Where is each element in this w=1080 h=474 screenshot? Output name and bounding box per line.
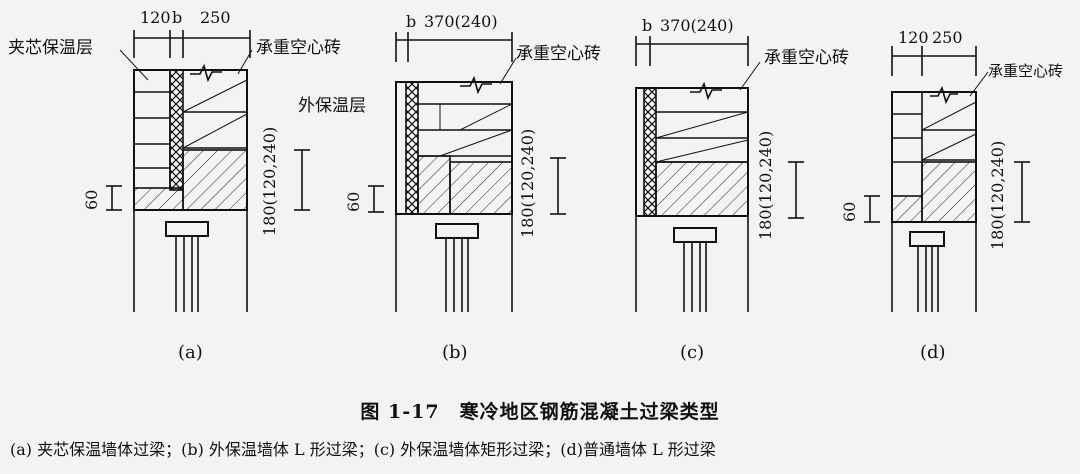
panel-a-dim-small: 60: [82, 189, 101, 210]
panel-a-sublabel: (a): [178, 342, 203, 363]
figure-caption: (a) 夹芯保温墙体过梁；(b) 外保温墙体 L 形过梁；(c) 外保温墙体矩形…: [10, 440, 716, 459]
panel-b-drawing: [368, 32, 566, 312]
panel-d-dim-left: 120: [898, 28, 929, 47]
panel-c-dim-height: 180(120,240): [756, 130, 775, 240]
panel-c-dim-right: 370(240): [660, 16, 734, 35]
panel-d-label-right: 承重空心砖: [988, 62, 1064, 80]
panel-c-sublabel: (c): [680, 342, 705, 363]
panel-b-dim-right: 370(240): [424, 12, 498, 31]
panel-a-label-right: 承重空心砖: [256, 38, 341, 58]
panel-d-dim-small: 60: [840, 201, 859, 222]
panel-a-drawing: [106, 30, 310, 312]
panel-b-dim-b: b: [406, 12, 417, 31]
panel-a-dim-right: 250: [200, 8, 231, 27]
panel-a-dim-height: 180(120,240): [260, 126, 279, 236]
panel-c-dim-b: b: [642, 16, 653, 35]
figure-title: 图 1-17 寒冷地区钢筋混凝土过梁类型: [360, 401, 720, 423]
panel-b-label-right: 承重空心砖: [516, 44, 601, 64]
panel-b-sublabel: (b): [442, 342, 468, 363]
panel-c-label-right: 承重空心砖: [764, 48, 849, 68]
panel-c-drawing: [635, 36, 804, 312]
panel-a-dim-left: 120: [140, 8, 171, 27]
panel-a-dim-b: b: [172, 8, 183, 27]
panel-d-sublabel: (d): [920, 342, 946, 363]
panel-b-dim-small: 60: [344, 191, 363, 212]
panel-d-dim-right: 250: [932, 28, 963, 47]
panel-d-dim-height: 180(120,240): [988, 140, 1007, 250]
panel-d-drawing: [864, 46, 1030, 312]
panel-b-label-left: 外保温层: [298, 96, 366, 116]
panel-b-dim-height: 180(120,240): [518, 128, 537, 238]
panel-a-label-left: 夹芯保温层: [8, 38, 93, 58]
